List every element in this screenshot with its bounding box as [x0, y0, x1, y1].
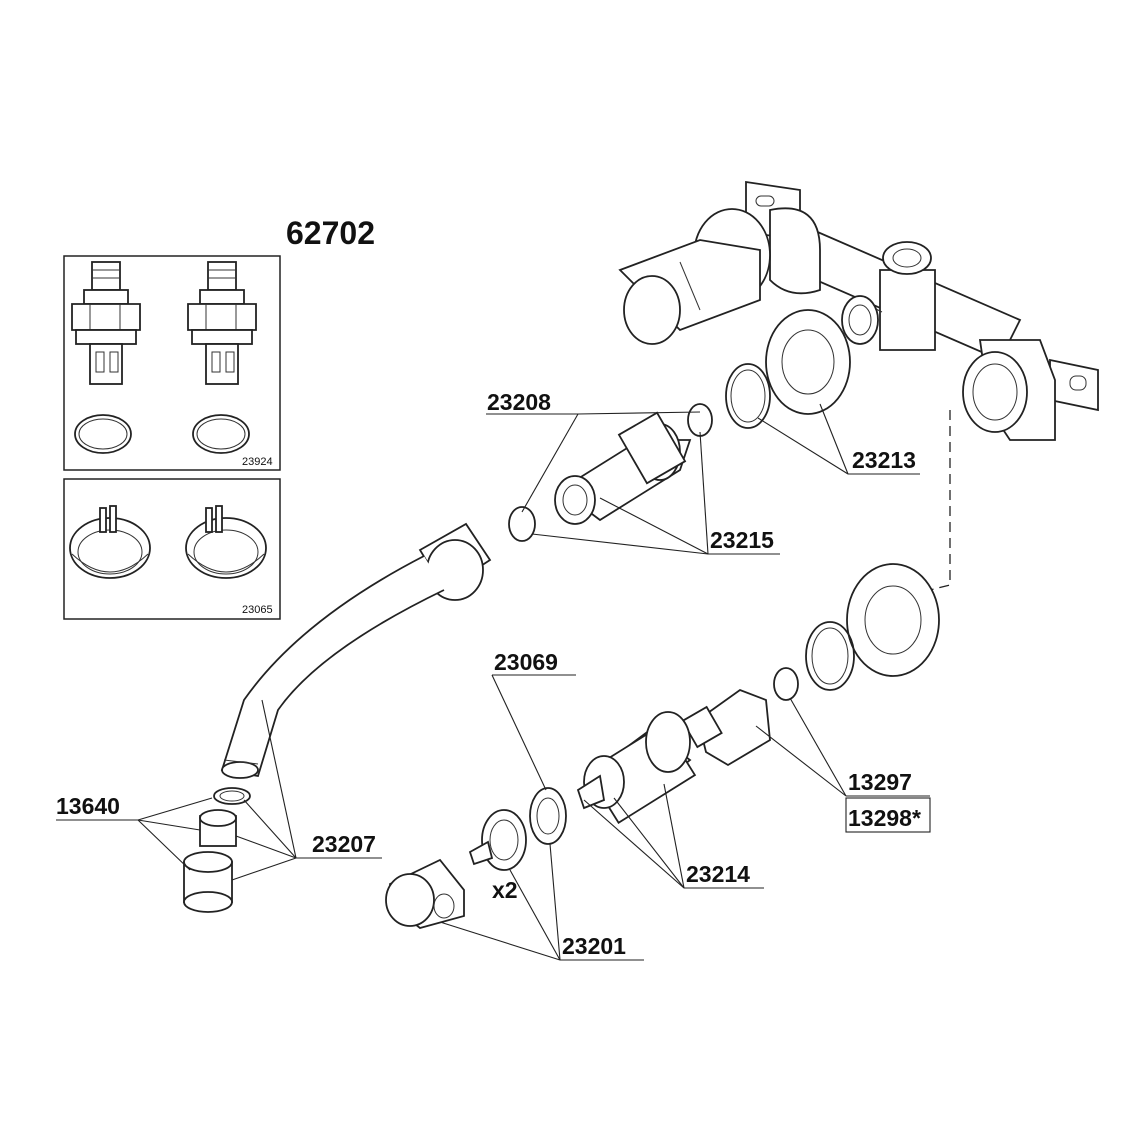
quantity-note: x2	[492, 877, 518, 903]
part-label-23213: 23213	[852, 447, 916, 473]
adapter-left-drawing	[69, 505, 151, 579]
o-ring-left-drawing	[74, 414, 132, 454]
lower-flange-drawing	[773, 563, 940, 701]
spout-drawing	[220, 522, 492, 779]
part-label-23069: 23069	[494, 649, 558, 675]
cartridge-left-drawing	[71, 261, 141, 385]
handle-drawing	[385, 858, 465, 929]
handle-adapter-drawing	[468, 809, 527, 871]
o-ring-right-drawing	[192, 414, 250, 454]
part-label-23214: 23214	[686, 861, 750, 887]
part-label-23207: 23207	[312, 831, 376, 857]
leader-lines	[56, 403, 931, 961]
part-label-23215: 23215	[710, 527, 774, 553]
valve-body-drawing	[618, 180, 1099, 441]
model-number: 62702	[286, 215, 375, 251]
part-label-23208: 23208	[487, 389, 551, 415]
adapter-right-drawing	[185, 505, 267, 579]
cartridge-right-drawing	[187, 261, 257, 385]
inset-cartridges: 23924	[63, 255, 281, 471]
part-label-23201: 23201	[562, 933, 626, 959]
inset-code-23065: 23065	[242, 604, 273, 616]
lower-cartridge-drawing	[681, 688, 771, 767]
centre-line	[909, 410, 951, 596]
part-label-13640: 13640	[56, 793, 120, 819]
aerator-drawing	[183, 787, 251, 913]
extension-upper-drawing	[508, 403, 713, 542]
extension-lower-drawing	[576, 711, 697, 824]
inset-code-23924: 23924	[242, 456, 273, 468]
sleeve-ring-drawing	[529, 787, 567, 845]
part-label-13298: 13298*	[848, 805, 921, 831]
inset-adapters: 23065	[63, 478, 281, 620]
part-label-13297: 13297	[848, 769, 912, 795]
upper-flange-drawing	[725, 309, 851, 429]
